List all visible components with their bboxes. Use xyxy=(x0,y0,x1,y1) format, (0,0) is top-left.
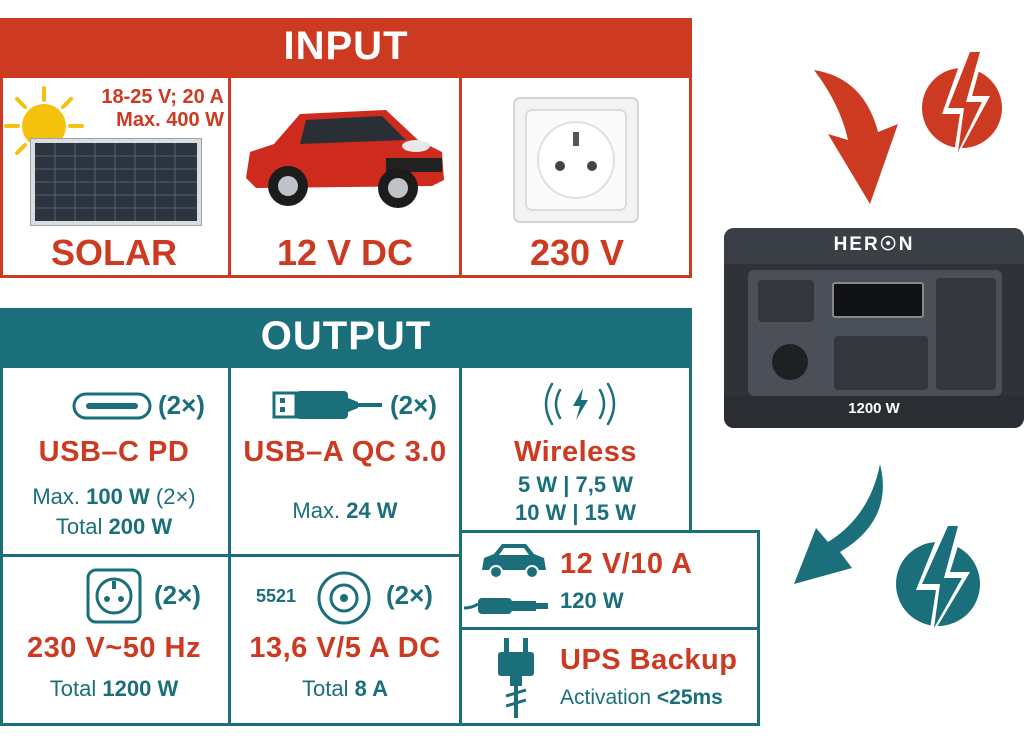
car12v-power: 120 W xyxy=(560,588,624,613)
output-border-right-top xyxy=(689,368,692,533)
usb-a-title: USB–A QC 3.0 xyxy=(243,436,447,468)
ups-activation-prefix: Activation xyxy=(560,686,652,709)
usb-a-count: (2×) xyxy=(390,390,437,420)
solar-panel-icon xyxy=(30,138,202,226)
input-header-bar xyxy=(0,18,692,78)
input-divider-2 xyxy=(459,78,462,278)
output-header: OUTPUT xyxy=(260,314,432,358)
car-icon xyxy=(246,110,444,208)
device-base xyxy=(724,396,1024,428)
device-usb-panel xyxy=(758,280,814,322)
dc5521-total-line: Total 8 A xyxy=(231,676,459,702)
device-display-icon xyxy=(832,282,924,318)
dc5521-count: (2×) xyxy=(386,580,433,610)
ac-output-title: 230 V~50 Hz xyxy=(27,632,201,664)
input-grid xyxy=(0,78,692,278)
car12v-title: 12 V/10 A xyxy=(560,548,693,580)
dc5521-tag: 5521 xyxy=(256,586,297,606)
dc5521-title: 13,6 V/5 A DC xyxy=(249,632,441,664)
ac-outlet-icon xyxy=(86,568,142,624)
output-header-bar xyxy=(0,308,692,368)
ac-count: (2×) xyxy=(154,580,201,610)
lightning-red-icon xyxy=(922,46,1002,166)
usb-a-icon xyxy=(272,391,382,419)
device-ports-panel xyxy=(834,336,928,390)
output-divider-h1 xyxy=(0,554,462,557)
input-divider-1 xyxy=(228,78,231,278)
output-bottom-border xyxy=(0,723,760,726)
device-ac-panel xyxy=(936,278,996,390)
wireless-power-line-2: 10 W | 15 W xyxy=(514,500,637,525)
ac-total-prefix: Total xyxy=(49,676,97,701)
input-arrow-icon xyxy=(814,70,898,204)
ac-total-value: 1200 W xyxy=(102,676,179,701)
usb-c-count: (2×) xyxy=(158,390,205,420)
ups-title: UPS Backup xyxy=(560,644,738,676)
usb-c-title: USB–C PD xyxy=(38,436,190,468)
device-top-band xyxy=(724,228,1024,264)
lightning-teal-icon xyxy=(896,520,980,642)
output-border-left xyxy=(0,368,3,726)
wall-socket-icon xyxy=(513,97,639,223)
solar-spec-voltage: 18-25 V; 20 A xyxy=(101,86,224,108)
usb-c-total-value: 200 W xyxy=(108,514,173,539)
usb-c-total-prefix: Total xyxy=(55,514,103,539)
usb-c-total-line: Total 200 W xyxy=(0,514,228,540)
output-divider-v1 xyxy=(228,368,231,726)
wireless-charging-icon xyxy=(544,382,616,426)
plug-icon xyxy=(498,638,534,718)
solar-spec-max: Max. 400 W xyxy=(116,109,224,131)
ups-activation-line: Activation <25ms xyxy=(560,686,723,710)
usb-c-max-count: (2×) xyxy=(155,484,196,509)
usb-a-max-line: Max. 24 W xyxy=(231,498,459,524)
usb-a-max-value: 24 W xyxy=(346,498,398,523)
usb-c-max-line: Max. 100 W (2×) xyxy=(0,484,228,510)
input-header: INPUT xyxy=(283,24,409,68)
car12v-divider xyxy=(459,627,760,630)
usb-c-icon xyxy=(72,392,152,420)
ac-total-line: Total 1200 W xyxy=(0,676,228,702)
usb-a-max-prefix: Max. xyxy=(292,498,341,523)
device-brand: HER☉N xyxy=(833,234,915,255)
device-dc-port-icon xyxy=(772,344,808,380)
solar-label: SOLAR xyxy=(51,232,177,273)
device-power-label: 1200 W xyxy=(848,400,900,417)
output-arrow-icon xyxy=(794,464,883,584)
usb-c-max-prefix: Max. xyxy=(32,484,81,509)
wireless-power-line-1: 5 W | 7,5 W xyxy=(518,472,633,497)
usb-c-max-value: 100 W xyxy=(86,484,150,509)
car-socket-icon xyxy=(482,544,546,579)
wireless-title: Wireless xyxy=(513,436,638,468)
dc5521-total-value: 8 A xyxy=(354,676,389,701)
dc-barrel-jack-icon xyxy=(317,571,371,625)
ac-input-label: 230 V xyxy=(529,232,625,273)
dc5521-total-prefix: Total xyxy=(301,676,349,701)
car-input-label: 12 V DC xyxy=(276,232,414,273)
cigarette-plug-icon xyxy=(464,598,548,614)
ups-activation-value: <25ms xyxy=(656,686,723,709)
